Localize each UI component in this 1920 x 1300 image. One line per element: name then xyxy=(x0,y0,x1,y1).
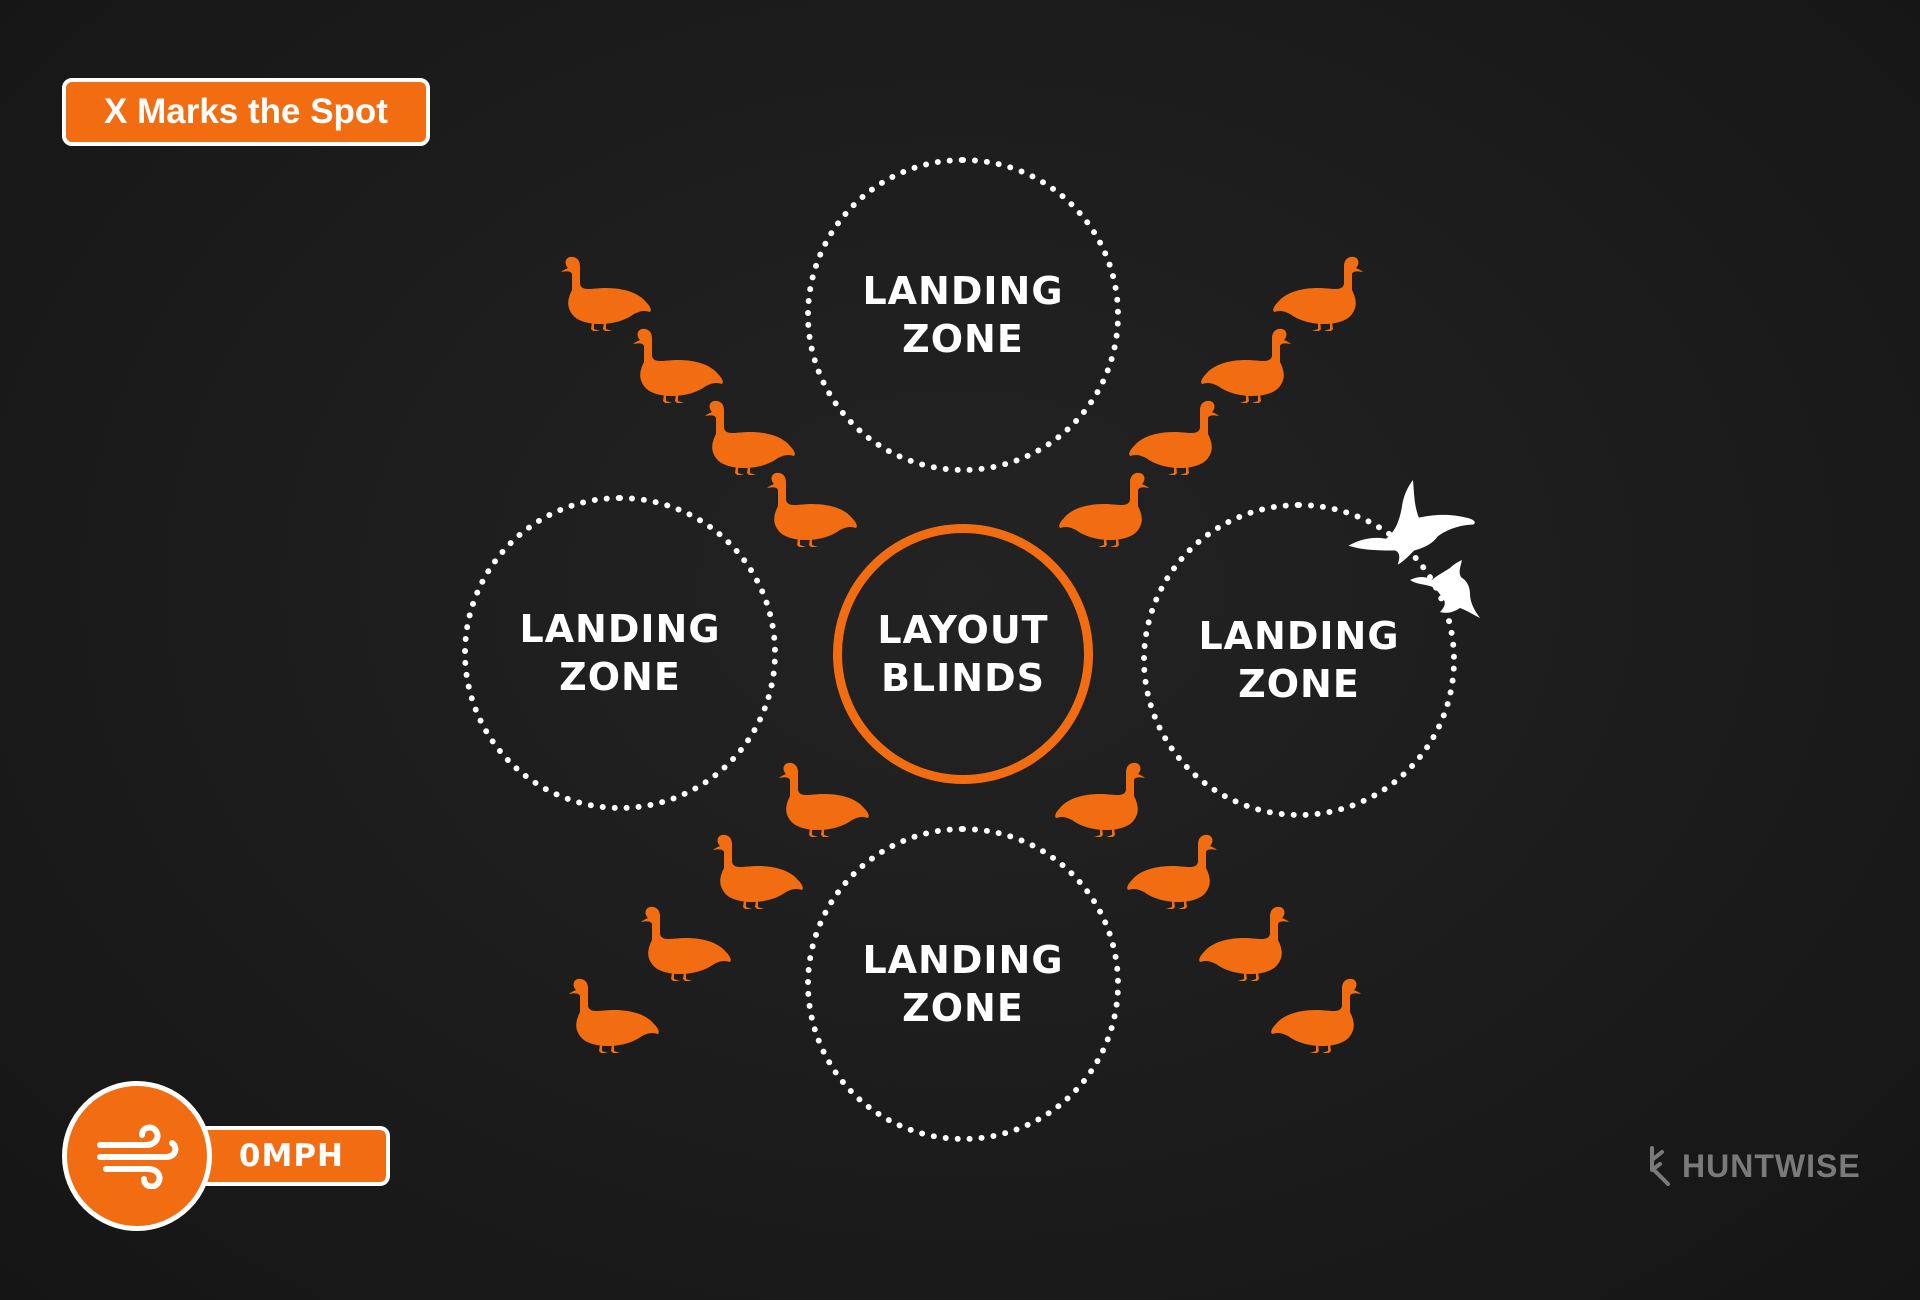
wind-speed-pill: 0MPH xyxy=(186,1126,390,1186)
goose-decoy-icon xyxy=(632,326,724,404)
goose-decoy-icon xyxy=(1058,470,1150,548)
huntwise-logo: HUNTWISE xyxy=(1646,1144,1861,1188)
goose-decoy-icon xyxy=(778,760,870,838)
landing-goose-icon xyxy=(1410,560,1480,620)
goose-decoy-icon xyxy=(1054,760,1146,838)
goose-decoy-icon xyxy=(704,398,796,476)
landing-zone-right: LANDING ZONE xyxy=(1141,502,1457,818)
goose-decoy-icon xyxy=(712,832,804,910)
goose-decoy-icon xyxy=(1270,976,1362,1054)
layout-blinds-label: LAYOUT BLINDS xyxy=(877,608,1049,700)
goose-decoy-icon xyxy=(1200,326,1292,404)
landing-zone-left: LANDING ZONE xyxy=(462,495,778,811)
antler-icon xyxy=(1650,1146,1670,1186)
landing-zone-label: LANDING ZONE xyxy=(862,938,1064,1030)
page-title: X Marks the Spot xyxy=(62,78,430,146)
goose-decoy-icon xyxy=(766,470,858,548)
brand-name: HUNTWISE xyxy=(1682,1147,1861,1184)
landing-zone-label: LANDING ZONE xyxy=(519,607,721,699)
landing-zone-label: LANDING ZONE xyxy=(1198,614,1400,706)
wind-icon xyxy=(97,1124,179,1189)
landing-zone-top: LANDING ZONE xyxy=(805,157,1121,473)
layout-blinds: LAYOUT BLINDS xyxy=(833,524,1093,784)
wind-speed-value: 0MPH xyxy=(238,1138,344,1174)
landing-zone-bottom: LANDING ZONE xyxy=(805,826,1121,1142)
goose-decoy-icon xyxy=(1128,398,1220,476)
goose-decoy-icon xyxy=(568,976,660,1054)
wind-indicator xyxy=(62,1081,212,1231)
goose-decoy-icon xyxy=(640,904,732,982)
goose-decoy-icon xyxy=(1198,904,1290,982)
goose-decoy-icon xyxy=(560,254,652,332)
goose-decoy-icon xyxy=(1126,832,1218,910)
landing-zone-label: LANDING ZONE xyxy=(862,269,1064,361)
goose-decoy-icon xyxy=(1272,254,1364,332)
